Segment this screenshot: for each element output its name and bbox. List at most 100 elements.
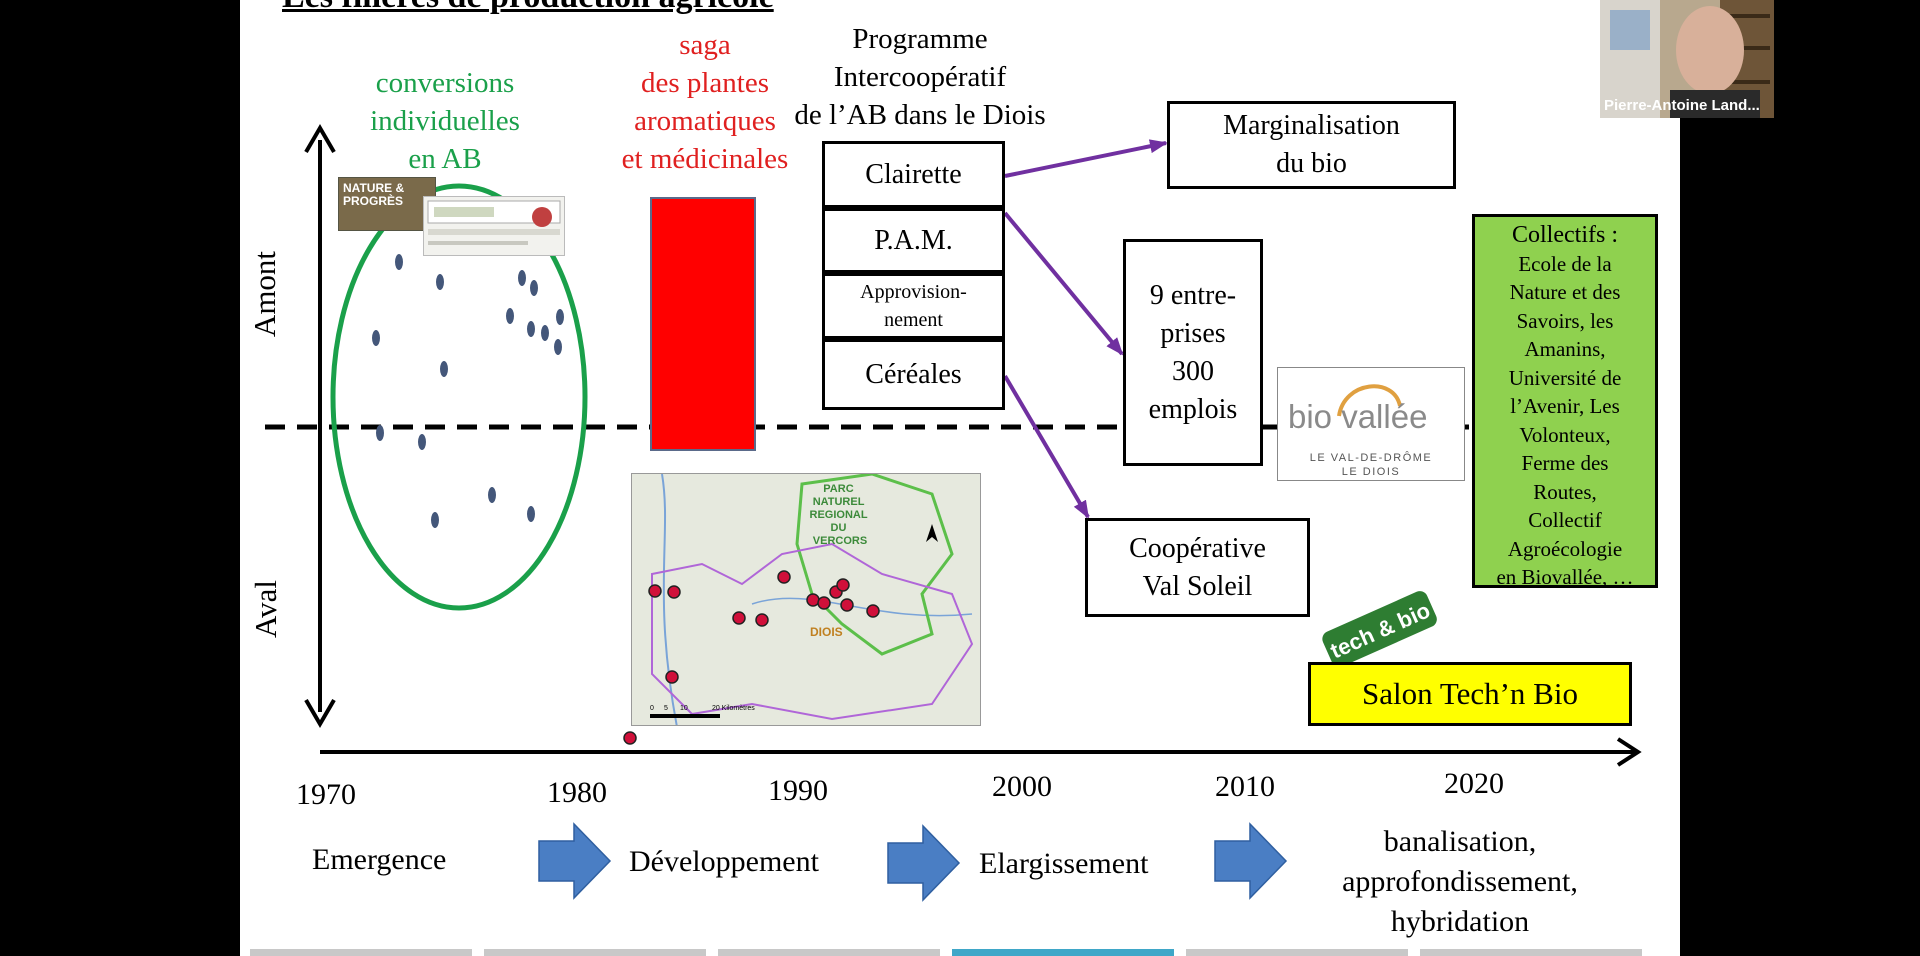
entreprises-line-4: emplois <box>1148 393 1238 425</box>
collectifs-line: Volonteux, <box>1519 422 1611 447</box>
collectifs-line: l’Avenir, Les <box>1510 394 1620 418</box>
dot <box>518 270 526 286</box>
map-scale-0: 0 <box>650 705 654 712</box>
phase-final-line-2: approfondissement, <box>1342 865 1578 898</box>
clairette-box: Clairette <box>822 141 1005 208</box>
conversions-line-3: en AB <box>408 143 482 175</box>
map-north-arrow <box>926 524 938 542</box>
vertical-axis-arrow-top <box>304 124 336 154</box>
conversions-ellipse <box>330 183 588 611</box>
pam-label: P.A.M. <box>874 224 953 256</box>
conversion-dots <box>372 254 564 528</box>
phase-emergence: Emergence <box>312 843 447 876</box>
conversions-label: conversions individuelles en AB <box>330 64 560 178</box>
marginalisation-line-2: du bio <box>1276 148 1347 179</box>
nature-progres-logo: NATURE & PROGRÈS <box>338 177 436 231</box>
phase-arrow-3 <box>1214 822 1288 900</box>
map-site <box>665 670 679 684</box>
diois-map: PARC NATUREL REGIONAL DU VERCORS DIOIS 0… <box>631 473 981 726</box>
biovallee-swoosh <box>1337 384 1402 417</box>
phase-final: banalisation, approfondissement, hybrida… <box>1300 822 1620 942</box>
map-park-label: PARC NATUREL REGIONAL DU VERCORS <box>810 483 871 547</box>
dot <box>556 309 564 325</box>
slide-progress-segment <box>1186 949 1408 956</box>
map-park-line-4: DU <box>831 522 847 534</box>
participant-video-tile[interactable]: Pierre-Antoine Land... <box>1600 0 1774 118</box>
diagram-lines <box>265 124 1642 902</box>
saga-red-bar <box>650 197 756 451</box>
diois-map-graphic: PARC NATUREL REGIONAL DU VERCORS DIOIS 0… <box>632 474 980 725</box>
dot <box>440 361 448 377</box>
biovallee-sub-2: LE DIOIS <box>1341 466 1401 478</box>
conversions-line-2: individuelles <box>370 105 520 137</box>
collectifs-line: Savoirs, les <box>1516 308 1614 333</box>
collectifs-line: Agroécologie <box>1507 536 1623 561</box>
cooperative-box: Coopérative Val Soleil <box>1085 518 1310 617</box>
collectifs-line: Routes, <box>1533 479 1597 504</box>
programme-line-1: Programme <box>852 23 988 55</box>
cooperative-line-2: Val Soleil <box>1142 570 1253 602</box>
dot <box>527 321 535 337</box>
dot <box>506 308 514 324</box>
year-2020: 2020 <box>1444 767 1504 800</box>
phase-final-line-1: banalisation, <box>1383 825 1537 858</box>
conversions-line-1: conversions <box>375 67 515 99</box>
map-site <box>755 613 769 627</box>
label-logo-image <box>423 196 565 256</box>
slide-progress-segment <box>484 949 706 956</box>
saga-line-4: et médicinales <box>621 143 789 175</box>
map-outside-site <box>623 731 637 745</box>
diois-boundary <box>651 542 974 721</box>
map-park-line-5: VERCORS <box>813 535 867 547</box>
collectifs-line: Ecole de la <box>1518 251 1612 276</box>
marginalisation-line-1: Marginalisation <box>1223 110 1400 141</box>
year-2010: 2010 <box>1215 770 1275 803</box>
map-scale-labels: 0 5 10 20 Kilomètres <box>650 705 755 712</box>
label-logo-graphic <box>427 200 561 245</box>
map-site <box>836 578 850 592</box>
salon-label: Salon Tech’n Bio <box>1362 676 1578 711</box>
arrow-clairette-marginalisation <box>1004 139 1168 178</box>
biovallee-logo: bio vallée LE VAL-DE-DRÔME LE DIOIS <box>1277 367 1465 481</box>
map-scale-20: 20 Kilomètres <box>712 705 755 712</box>
map-scale-bar <box>650 714 720 718</box>
biovallee-sub-1: LE VAL-DE-DRÔME <box>1309 452 1433 464</box>
entreprises-line-3: 300 <box>1172 355 1214 387</box>
map-park-line-2: NATUREL <box>813 496 865 508</box>
phase-arrow-1 <box>538 822 612 900</box>
approvisionnement-line-2: nement <box>884 309 943 331</box>
arrow-pam-entreprises <box>1003 211 1124 356</box>
dot <box>418 434 426 450</box>
collectifs-line: Université de <box>1508 365 1622 390</box>
phase-arrow-2 <box>887 824 961 902</box>
map-scale-10: 10 <box>680 705 688 712</box>
phase-final-line-3: hybridation <box>1390 905 1530 938</box>
cereales-label: Céréales <box>865 358 962 390</box>
map-site <box>667 585 681 599</box>
aval-label: Aval <box>247 580 283 638</box>
dot <box>554 339 562 355</box>
map-park-line-3: REGIONAL <box>810 509 868 521</box>
dot <box>372 330 380 346</box>
techbio-logo: tech & bio <box>1322 591 1437 668</box>
map-site <box>648 584 662 598</box>
dot <box>488 487 496 503</box>
year-1970: 1970 <box>296 778 356 811</box>
map-site <box>806 593 820 607</box>
vertical-axis-arrow-bottom <box>304 698 336 728</box>
phase-developpement: Développement <box>629 845 819 878</box>
year-1980: 1980 <box>547 776 607 809</box>
dot <box>395 254 403 270</box>
biovallee-logo-text: bio vallée <box>1288 398 1428 435</box>
nature-progres-logo-text: NATURE & PROGRÈS <box>343 181 405 208</box>
slide-progress-segment <box>718 949 940 956</box>
map-park-line-1: PARC <box>823 483 853 495</box>
amont-label: Amont <box>247 250 283 338</box>
vercors-park-boundary <box>795 474 954 656</box>
map-site <box>777 570 791 584</box>
year-1990: 1990 <box>768 774 828 807</box>
dot <box>436 274 444 290</box>
approvisionnement-box: Approvision- nement <box>822 273 1005 339</box>
map-diois-label: DIOIS <box>810 625 843 639</box>
map-scale-5: 5 <box>664 705 668 712</box>
